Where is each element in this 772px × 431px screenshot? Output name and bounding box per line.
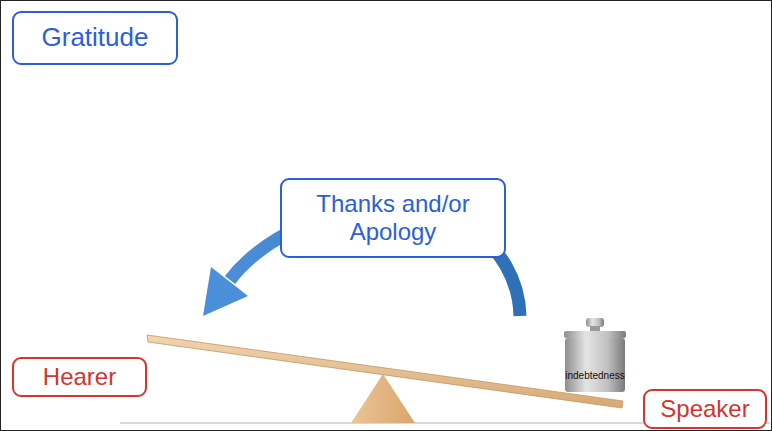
node-label: Speaker: [660, 395, 749, 423]
arrow-head: [203, 267, 248, 316]
role-box: Hearer: [12, 357, 147, 397]
seesaw-plank: [147, 335, 623, 408]
role-box: Speaker: [643, 389, 767, 429]
weight-body: [565, 338, 625, 392]
concept-box: Gratitude: [12, 11, 178, 65]
fulcrum: [351, 374, 415, 423]
node-label: Hearer: [43, 363, 116, 391]
weight-rim: [564, 331, 626, 338]
weight-shape: [550, 318, 640, 396]
node-label: Thanks and/or Apology: [290, 190, 496, 245]
weight-knob: [586, 318, 604, 327]
node-label: Gratitude: [42, 23, 149, 53]
weight-block: indebtedness: [550, 318, 640, 396]
weight-label: indebtedness: [565, 370, 625, 382]
process-box: Thanks and/or Apology: [280, 178, 506, 258]
